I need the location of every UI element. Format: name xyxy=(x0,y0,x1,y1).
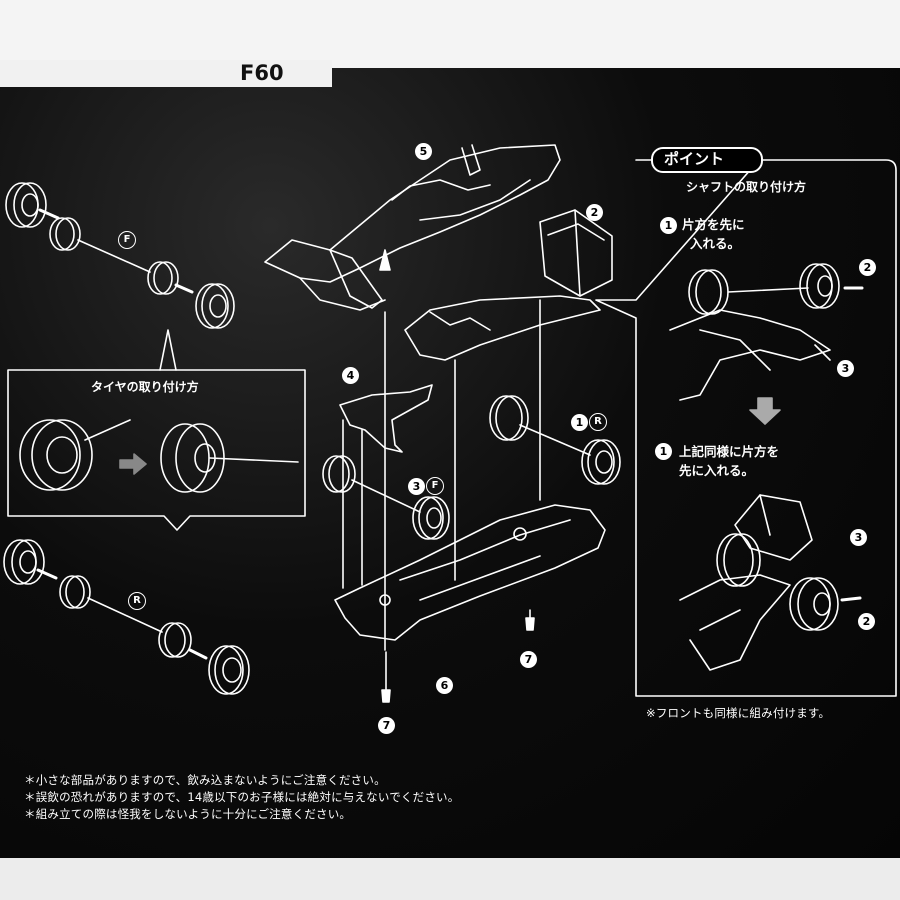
step-number-1-upper: 1 xyxy=(660,217,677,234)
rear-marker: R xyxy=(128,592,146,610)
part-number-5: 5 xyxy=(415,143,432,160)
point-tab-label: ポイント xyxy=(664,150,725,168)
chassis-part xyxy=(334,359,606,641)
part-number-1: 1 xyxy=(571,414,588,431)
part-number-3: 3 xyxy=(408,478,425,495)
warning-2: ＊誤飲の恐れがありますので、14歳以下のお子様には絶対に与えないでください。 xyxy=(24,790,460,804)
part-number-6: 6 xyxy=(436,677,453,694)
rear-wing-part xyxy=(539,209,613,501)
page-margin xyxy=(0,858,900,900)
model-name: F60 xyxy=(240,61,284,85)
tire-mount-title: タイヤの取り付け方 xyxy=(91,380,199,394)
callout-2-lower: 2 xyxy=(858,613,875,630)
step2-line1: 上記同様に片方を xyxy=(679,444,780,459)
front-note: ※フロントも同様に組み付けます。 xyxy=(646,706,831,720)
step1-line1: 片方を先に xyxy=(682,217,745,232)
warning-1: ＊小さな部品がありますので、飲み込まないようにご注意ください。 xyxy=(24,773,386,787)
callout-2-upper: 2 xyxy=(859,259,876,276)
rear-wheel-assembly xyxy=(3,539,250,695)
tire-box-frame xyxy=(7,369,306,531)
part-number-7-right: 7 xyxy=(520,651,537,668)
callout-3-upper: 3 xyxy=(837,360,854,377)
body-cowl-part xyxy=(264,144,561,651)
shaft-mount-title: シャフトの取り付け方 xyxy=(686,180,807,194)
part-number-4: 4 xyxy=(342,367,359,384)
part-number-7-left: 7 xyxy=(378,717,395,734)
step2-line2: 先に入れる。 xyxy=(679,463,755,478)
rear-marker-1: R xyxy=(589,413,607,431)
point-tab xyxy=(651,147,763,173)
front-marker: F xyxy=(118,231,136,249)
front-marker-3: F xyxy=(426,477,444,495)
callout-3-lower: 3 xyxy=(850,529,867,546)
step-number-1-lower: 1 xyxy=(655,443,672,460)
part-number-2: 2 xyxy=(586,204,603,221)
instruction-sheet xyxy=(0,68,900,858)
point-box-frame xyxy=(595,159,897,697)
front-wheel-assembly xyxy=(5,182,235,329)
warning-3: ＊組み立ての際は怪我をしないように十分にご注意ください。 xyxy=(24,807,352,821)
model-label-bar xyxy=(0,60,332,87)
step1-line2: 入れる。 xyxy=(690,236,741,251)
